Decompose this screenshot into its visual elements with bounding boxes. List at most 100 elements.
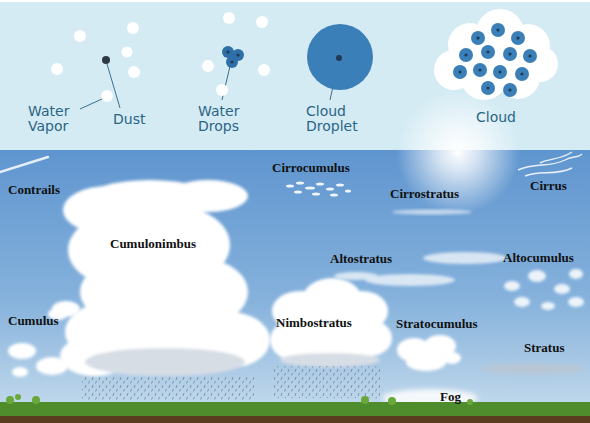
water-drops	[256, 16, 268, 28]
cloud-icon	[471, 31, 485, 45]
stratus-cloud	[480, 364, 584, 374]
cirrocumulus-cloud	[312, 193, 320, 196]
ground	[32, 396, 40, 404]
water-drops	[202, 12, 270, 96]
leader-lines	[80, 99, 102, 109]
cirrocumulus-cloud	[305, 187, 315, 190]
leader-lines	[80, 59, 339, 109]
cloud-type-label: Stratus	[524, 340, 564, 355]
leader-lines	[107, 64, 120, 108]
stratus-cloud	[480, 364, 584, 374]
cloud-type-label: Altocumulus	[503, 250, 574, 265]
altocumulus-cloud	[568, 297, 584, 307]
cirrocumulus-cloud	[345, 190, 351, 193]
cloud-icon	[503, 83, 517, 97]
cirrostratus-cloud	[392, 210, 472, 215]
cloud-type-label: Fog	[440, 389, 461, 404]
cloud-icon	[458, 70, 461, 73]
cloud-icon	[515, 67, 529, 81]
cirrocumulus-cloud	[296, 182, 304, 185]
top-edge	[0, 0, 590, 2]
cloud-icon	[503, 47, 517, 61]
cumulus-cloud	[8, 343, 36, 359]
cloud-icon	[498, 70, 501, 73]
cloud-type-label: Cumulus	[8, 313, 59, 328]
stage-label: Water Vapor	[28, 104, 80, 134]
cloud-icon	[508, 88, 511, 91]
nimbostratus-cloud	[270, 278, 392, 366]
cumulus-cloud	[8, 301, 80, 377]
cumulonimbus-cloud	[60, 180, 270, 376]
altostratus-cloud	[365, 274, 455, 286]
cloud-icon	[520, 72, 523, 75]
rain	[274, 366, 380, 398]
stage-label: Cloud Droplet	[306, 104, 368, 134]
cloud-icon	[486, 86, 489, 89]
cloud-icon	[481, 81, 495, 95]
cloud-type-label: Stratocumulus	[396, 316, 478, 331]
cirrocumulus-cloud	[330, 194, 338, 197]
ground	[6, 396, 14, 404]
cloud-icon	[496, 28, 499, 31]
altocumulus-cloud	[528, 270, 546, 282]
altostratus-cloud	[334, 272, 378, 280]
cirrocumulus-cloud	[294, 191, 302, 194]
cloud-icon	[523, 49, 537, 63]
cloud-type-label: Cirrus	[530, 178, 567, 193]
cirrocumulus-cloud	[316, 183, 324, 186]
altocumulus-cloud	[541, 302, 555, 310]
cloud-droplet	[307, 24, 373, 90]
altocumulus-cloud	[514, 297, 530, 307]
cloud-icon	[459, 48, 473, 62]
water-vapor-dots	[74, 30, 86, 42]
cloud-icon	[434, 9, 558, 100]
ground	[361, 396, 369, 404]
water-drops	[202, 12, 270, 96]
ground	[15, 394, 21, 400]
water-drops	[258, 64, 270, 76]
cloud-icon	[491, 23, 505, 37]
nimbostratus-cloud	[280, 353, 380, 367]
ground	[467, 399, 473, 405]
cloud-icon	[453, 23, 537, 97]
cirrus-cloud	[518, 154, 582, 170]
cloud-type-label: Nimbostratus	[276, 315, 352, 330]
cumulus-cloud	[12, 367, 28, 377]
cirrostratus-cloud	[392, 210, 472, 215]
ground	[0, 402, 590, 423]
cloud-icon	[493, 65, 507, 79]
altocumulus-cloud	[504, 281, 520, 291]
altocumulus-cloud	[554, 284, 570, 294]
cloud-icon	[516, 36, 519, 39]
cirrocumulus-cloud	[286, 182, 351, 197]
cloud-icon	[434, 9, 558, 100]
cumulus-cloud	[36, 357, 68, 375]
cloud-icon	[508, 52, 511, 55]
cloud-icon	[464, 53, 467, 56]
cloud-icon	[458, 28, 531, 91]
stage-label: Water Drops	[198, 104, 250, 134]
cumulonimbus-cloud	[85, 348, 245, 376]
cirrocumulus-cloud	[286, 185, 294, 188]
cirrocumulus-cloud	[326, 188, 334, 191]
water-vapor-dots	[127, 22, 139, 34]
cloud-type-label: Cirrocumulus	[272, 160, 350, 175]
cloud-droplet	[336, 55, 342, 61]
stratocumulus-cloud	[397, 335, 461, 371]
stratocumulus-cloud	[406, 353, 446, 371]
water-vapor-dots	[122, 47, 133, 58]
nimbostratus-cloud	[348, 320, 392, 356]
cloud-type-label: Cumulonimbus	[110, 236, 196, 251]
water-drops	[202, 60, 214, 72]
stage-label: Dust	[113, 112, 145, 127]
cloud-icon	[511, 31, 525, 45]
nimbostratus-cloud	[270, 278, 392, 367]
cirrus-cloud	[518, 152, 582, 176]
water-drops	[222, 46, 244, 68]
altocumulus-cloud	[504, 269, 584, 310]
water-drops	[226, 50, 229, 53]
rain	[82, 376, 254, 400]
cloud-type-label: Contrails	[8, 182, 60, 197]
